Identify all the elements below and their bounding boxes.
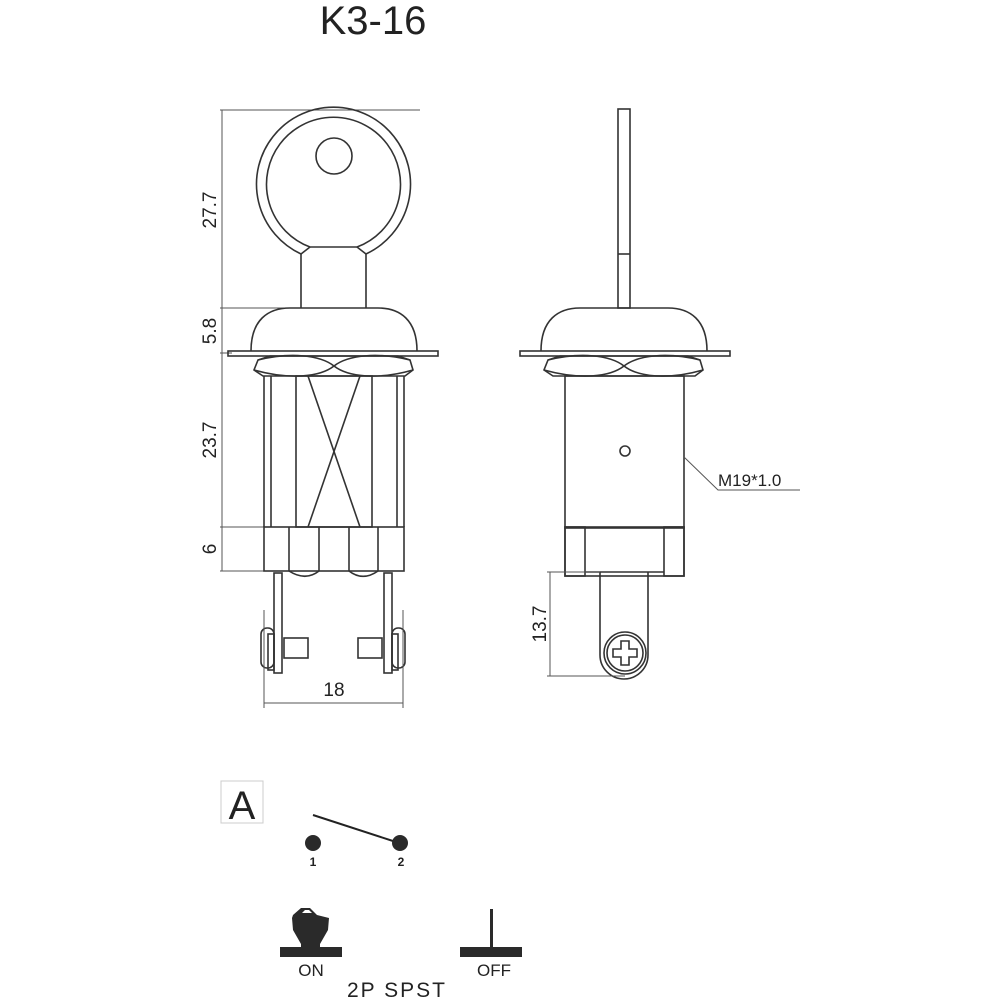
key-inserted-icon xyxy=(280,908,342,957)
switch-contact-arm xyxy=(312,814,397,843)
on-position: ON xyxy=(280,908,342,980)
on-label: ON xyxy=(298,961,324,980)
key-removed-icon xyxy=(460,909,522,957)
key-icon xyxy=(255,106,412,308)
schematic: A 1 2 xyxy=(220,780,408,869)
type-label: A xyxy=(229,784,256,828)
front-view: 27.7 5.8 23.7 6 xyxy=(200,106,439,708)
dim-key-height: 27.7 xyxy=(200,192,221,229)
switch-body xyxy=(263,375,405,528)
threaded-body xyxy=(564,375,685,529)
dim-width: 18 xyxy=(323,680,344,701)
cap-dome-side xyxy=(540,307,708,352)
switch-base xyxy=(263,526,405,578)
terminals xyxy=(260,572,406,674)
terminal-2-label: 2 xyxy=(398,855,405,869)
screw-icon xyxy=(603,631,647,675)
off-position: OFF xyxy=(460,909,522,980)
side-base xyxy=(564,526,685,577)
type-label-box xyxy=(220,780,264,824)
dim-cap-height: 5.8 xyxy=(200,318,221,344)
terminal-2-icon xyxy=(392,835,408,851)
dim-terminal-length: 13.7 xyxy=(530,606,551,643)
switch-type-label: 2P SPST xyxy=(347,979,447,1000)
detent-hole xyxy=(619,445,631,457)
terminal-1-icon xyxy=(305,835,321,851)
off-label: OFF xyxy=(477,961,511,980)
dim-body-height: 23.7 xyxy=(200,422,221,459)
terminal-1-label: 1 xyxy=(310,855,317,869)
cap-dome xyxy=(250,307,418,352)
thread-callout: M19*1.0 xyxy=(718,471,781,490)
terminal-lug xyxy=(599,572,649,680)
dim-base-height: 6 xyxy=(200,544,221,555)
key-blade xyxy=(617,108,631,309)
side-view: 13.7 M19*1.0 xyxy=(519,108,800,680)
drawing-title: K3-16 xyxy=(320,0,427,43)
